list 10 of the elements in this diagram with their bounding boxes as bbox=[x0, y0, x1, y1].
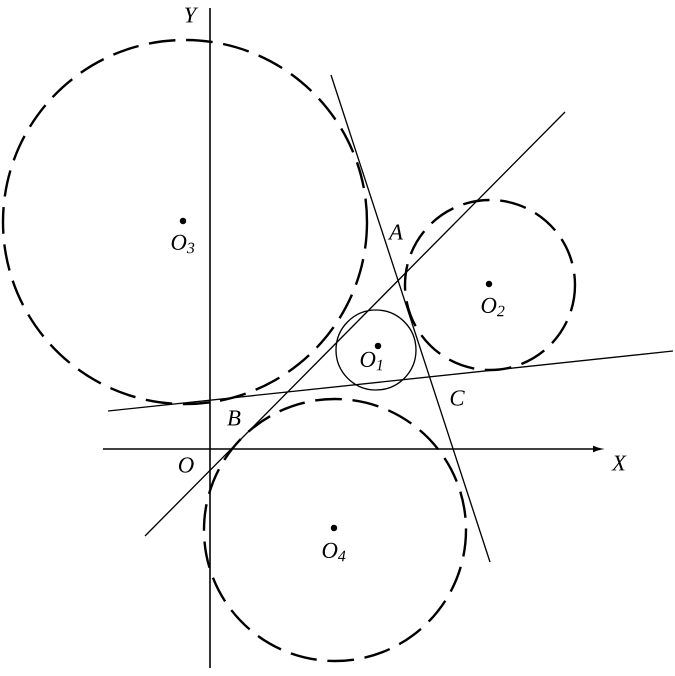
point-label: O bbox=[178, 457, 194, 473]
center-label: O$_{3}$ bbox=[172, 234, 194, 254]
axis-label: X bbox=[611, 456, 627, 470]
center-label: O$_{4}$ bbox=[322, 542, 346, 562]
point-label: C bbox=[450, 390, 465, 406]
center-label: O$_{1}$ bbox=[360, 352, 382, 370]
point-label: B bbox=[227, 410, 240, 426]
center-label: O$_{2}$ bbox=[482, 298, 504, 316]
point-label: A bbox=[388, 224, 403, 240]
axis-label: Y bbox=[185, 8, 198, 22]
